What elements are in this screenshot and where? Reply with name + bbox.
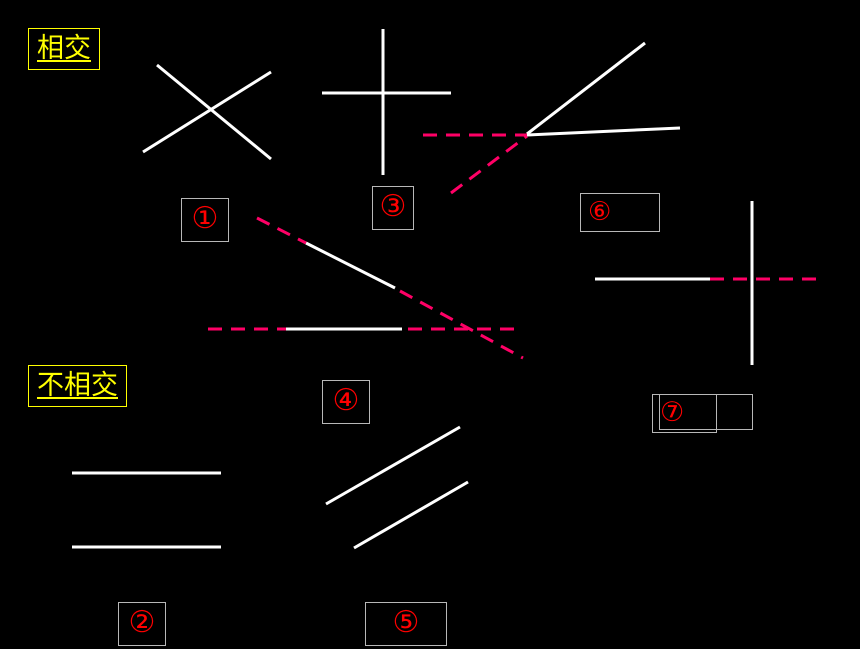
fig1-line-b [142, 70, 272, 154]
heading-not-intersect: 不相交 [28, 365, 127, 407]
label-2: ② [118, 602, 166, 646]
label-6: ⑥ [580, 193, 660, 232]
fig1-line-a [156, 63, 272, 161]
label-5: ⑤ [365, 602, 447, 646]
heading-intersect: 相交 [28, 28, 100, 70]
fig6-ray-up [526, 41, 646, 136]
label-1: ① [181, 198, 229, 242]
label-3: ③ [372, 186, 414, 230]
fig5-lower-line [353, 480, 469, 550]
fig4-dashed-extension-left-slant [256, 216, 307, 245]
fig6-ray-right [526, 126, 681, 137]
label-7-outline [659, 394, 753, 430]
fig6-dashed-extension-diagonal [450, 134, 528, 195]
label-4: ④ [322, 380, 370, 424]
fig4-dashed-extension-right-slant [399, 289, 524, 360]
fig5-upper-line [325, 425, 461, 506]
fig4-slanted-segment [305, 241, 396, 290]
